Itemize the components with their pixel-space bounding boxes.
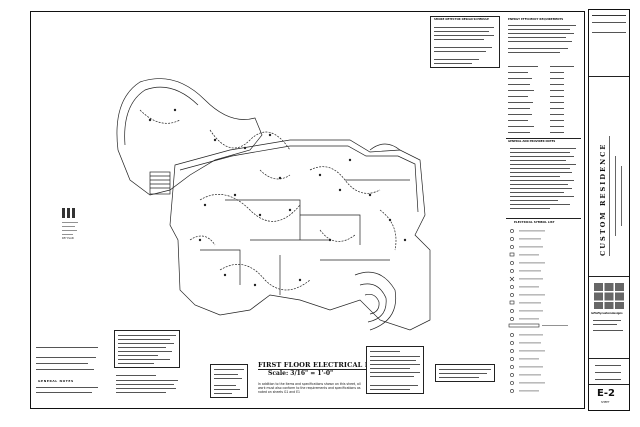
- legend-heading: ELECTRICAL SYMBOL LIST: [514, 220, 555, 224]
- notes-box-1: [114, 330, 180, 368]
- sheet-label: SHEET: [601, 401, 610, 404]
- project-address-line-2: [615, 156, 616, 236]
- notes-block-2: [114, 372, 184, 406]
- project-name-panel: CUSTOM RESIDENCE: [589, 76, 629, 277]
- legend-symbols: [508, 229, 568, 393]
- general-provider-notes-box: GENERAL AND PROVIDER NOTES: [506, 138, 581, 214]
- reference-note: In addition to the items and specificati…: [258, 382, 361, 395]
- drawing-scale: Scale: 3/16" = 1'-0": [268, 370, 334, 377]
- smoke-detector-schedule-box: SMOKE DETECTOR DESIGN SCHEDULE: [430, 16, 500, 68]
- energy-requirements-box: ENERGY EFFICIENCY REQUIREMENTS: [506, 16, 581, 136]
- general-notes-block: GENERAL NOTES: [34, 345, 104, 405]
- firm-name: leftoftycustomdesigns: [591, 312, 623, 315]
- drawing-title: FIRST FLOOR ELECTRICAL PLAN: [258, 361, 386, 369]
- key-plan-label: KEY PLAN: [62, 237, 74, 240]
- key-plan-graphic: [62, 208, 78, 235]
- firm-logo-graphic: [594, 283, 624, 309]
- detail-box-1: [210, 364, 248, 398]
- project-name: CUSTOM RESIDENCE: [599, 142, 607, 256]
- sheet-number: E-2: [597, 388, 615, 399]
- electrical-symbol-legend: ELECTRICAL SYMBOL LIST: [506, 218, 581, 406]
- general-notes-heading: GENERAL NOTES: [38, 379, 74, 383]
- key-plan-block: KEY PLAN: [60, 206, 82, 256]
- smoke-detector-heading: SMOKE DETECTOR DESIGN SCHEDULE: [434, 18, 489, 21]
- revision-table: [589, 10, 629, 77]
- detail-box-3: [435, 364, 495, 382]
- firm-logo: [593, 282, 625, 310]
- project-address-line-3: [621, 166, 622, 226]
- title-underline: [258, 369, 370, 370]
- provider-notes-heading: GENERAL AND PROVIDER NOTES: [508, 140, 556, 143]
- title-block: CUSTOM RESIDENCE leftoftycustomdesigns E…: [588, 9, 630, 411]
- project-address-line-1: [609, 136, 610, 256]
- energy-heading: ENERGY EFFICIENCY REQUIREMENTS: [508, 17, 564, 21]
- detail-box-2: [366, 346, 424, 394]
